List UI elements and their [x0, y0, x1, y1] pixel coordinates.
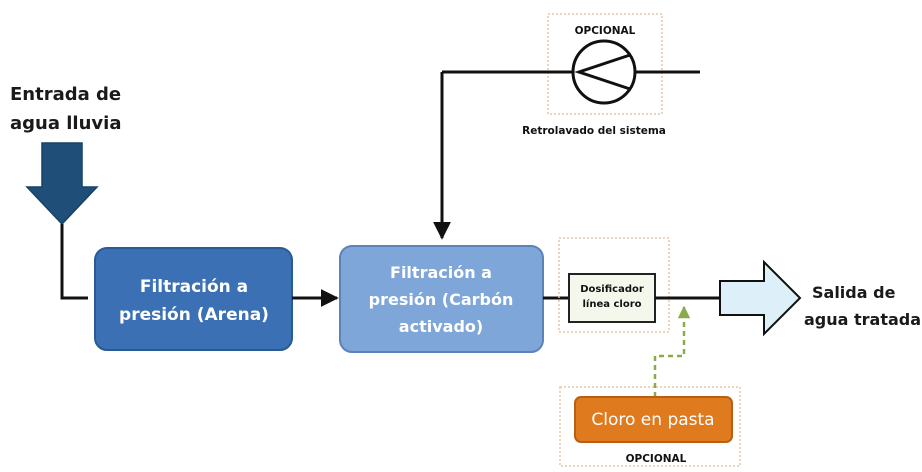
input-connector [60, 224, 88, 300]
backwash-optional-region [547, 13, 663, 115]
sand-filter-label-line1: Filtración a [140, 277, 248, 297]
carbon-filter-label-line2: presión (Carbón [369, 290, 514, 309]
chlorine-optional-region [559, 386, 741, 467]
sand-filter-label-line2: presión (Arena) [119, 305, 269, 325]
output-label-line1: Salida de [812, 283, 896, 302]
doser-label-line1: Dosificador [580, 284, 644, 295]
sand-filter-box [94, 247, 293, 351]
chlorine-box [574, 396, 733, 443]
chlorine-feed-line [653, 305, 691, 397]
doser-label-line2: línea cloro [582, 298, 641, 310]
input-label-line2: agua lluvia [10, 113, 121, 134]
backwash-optional-label: OPCIONAL [575, 25, 636, 37]
backwash-label: Retrolavado del sistema [522, 125, 666, 137]
input-arrow [25, 142, 99, 226]
output-arrow [719, 259, 802, 337]
chlorine-label: Cloro en pasta [591, 410, 714, 430]
input-label-line1: Entrada de [10, 84, 121, 105]
output-label-line2: agua tratada [804, 310, 921, 329]
carbon-filter-label-line3: activado) [399, 317, 483, 336]
doser-box [568, 273, 656, 323]
pump-icon [571, 39, 637, 105]
doser-optional-region [558, 237, 670, 333]
chlorine-optional-label: OPCIONAL [626, 453, 687, 465]
carbon-filter-label-line1: Filtración a [390, 263, 492, 282]
